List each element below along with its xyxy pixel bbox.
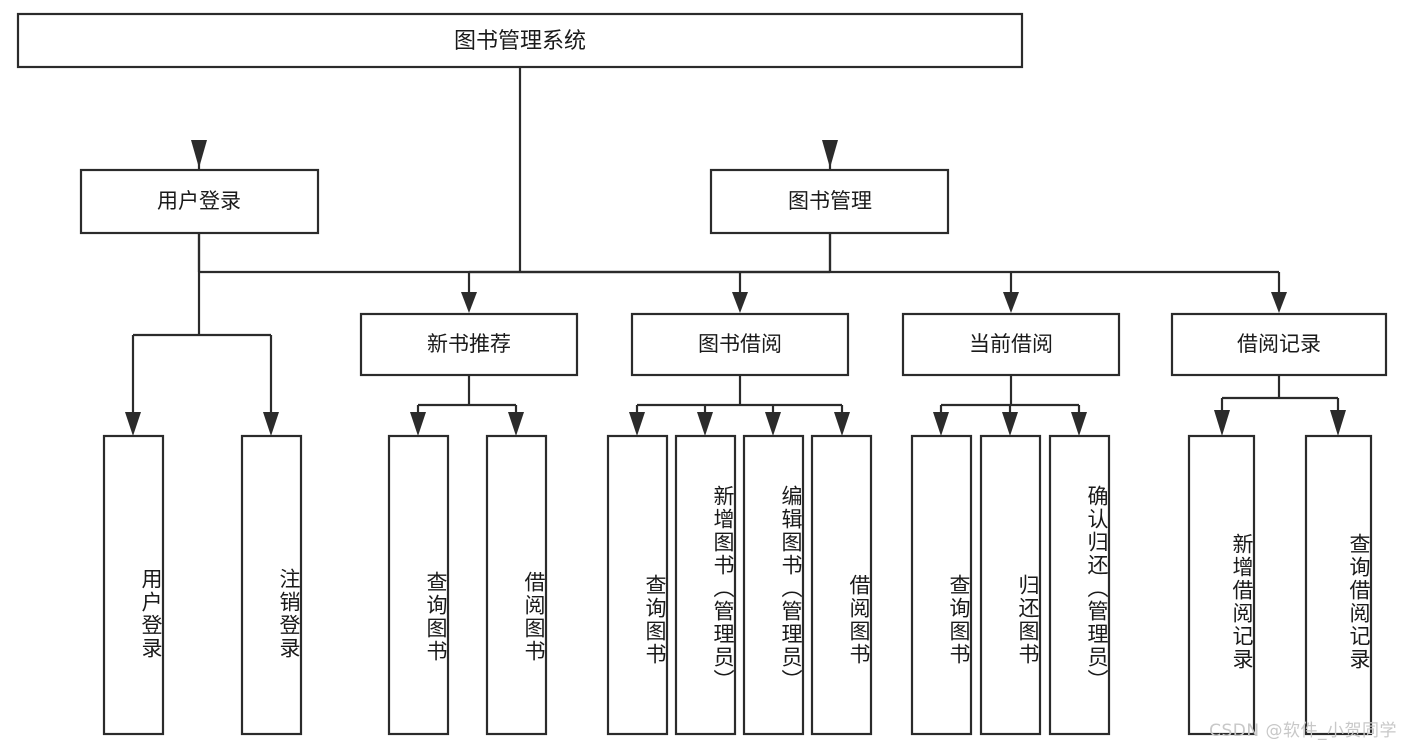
node-user-login[interactable]: 用户登录 <box>79 168 320 235</box>
leaf-box-query-book-3[interactable] <box>910 434 973 736</box>
node-current-borrow-box[interactable] <box>901 312 1121 377</box>
arrowhead-leaf-u2 <box>263 412 279 436</box>
node-borrow-record[interactable]: 借阅记录 <box>1170 312 1388 377</box>
arrowhead-to-bookmgmt <box>822 140 838 168</box>
node-new-book-recommend-box[interactable] <box>359 312 579 377</box>
node-user-login-label: 用户登录 <box>157 189 241 213</box>
connector-group-level3 <box>416 375 1340 422</box>
arrowhead-leaf-b1 <box>629 412 645 436</box>
leaf-box-edit-book-admin[interactable] <box>742 434 805 736</box>
node-user-login-box[interactable] <box>79 168 320 235</box>
arrowhead-leaf-c3 <box>1071 412 1087 436</box>
node-root[interactable]: 图书管理系统 <box>16 12 1024 69</box>
node-current-borrow-label: 当前借阅 <box>969 332 1053 356</box>
arrowhead-to-newbook <box>461 292 477 313</box>
node-book-borrow-label: 图书借阅 <box>698 332 782 356</box>
node-root-box[interactable] <box>16 12 1024 69</box>
arrowhead-to-record <box>1271 292 1287 313</box>
leaf-box-borrow-book-2[interactable] <box>810 434 873 736</box>
node-borrow-record-label: 借阅记录 <box>1237 332 1321 356</box>
arrowhead-leaf-u1 <box>125 412 141 436</box>
leaf-box-borrow-book-1[interactable] <box>485 434 548 736</box>
node-book-management-label: 图书管理 <box>788 189 872 213</box>
arrowhead-to-current <box>1003 292 1019 313</box>
leaf-box-add-borrow-record[interactable] <box>1187 434 1256 736</box>
arrowhead-leaf-r2 <box>1330 410 1346 436</box>
leaf-box-return-book[interactable] <box>979 434 1042 736</box>
leaf-box-group <box>102 434 1373 736</box>
arrowhead-to-borrow <box>732 292 748 313</box>
leaf-box-query-book-2[interactable] <box>606 434 669 736</box>
node-book-borrow-box[interactable] <box>630 312 850 377</box>
node-new-book-recommend-label: 新书推荐 <box>427 332 511 356</box>
arrowhead-group <box>125 140 1346 436</box>
arrowhead-leaf-c2 <box>1002 412 1018 436</box>
leaf-box-add-book-admin[interactable] <box>674 434 737 736</box>
arrowhead-leaf-b2 <box>697 412 713 436</box>
node-new-book-recommend[interactable]: 新书推荐 <box>359 312 579 377</box>
leaf-box-user-login[interactable] <box>102 434 165 736</box>
csdn-watermark: CSDN @软件_小贺同学 <box>1209 721 1397 741</box>
arrowhead-leaf-b3 <box>765 412 781 436</box>
node-borrow-record-box[interactable] <box>1170 312 1388 377</box>
arrowhead-leaf-b4 <box>834 412 850 436</box>
arrowhead-leaf-c1 <box>933 412 949 436</box>
arrowhead-leaf-r1 <box>1214 410 1230 436</box>
arrowhead-leaf-n1 <box>410 412 426 436</box>
arrowhead-to-userlogin <box>191 140 207 168</box>
leaf-box-confirm-return-admin[interactable] <box>1048 434 1111 736</box>
leaf-box-query-book-1[interactable] <box>387 434 450 736</box>
node-book-management[interactable]: 图书管理 <box>709 168 950 235</box>
node-root-label: 图书管理系统 <box>454 29 586 54</box>
node-book-borrow[interactable]: 图书借阅 <box>630 312 850 377</box>
leaf-box-logout[interactable] <box>240 434 303 736</box>
leaf-box-query-borrow-record[interactable] <box>1304 434 1373 736</box>
node-current-borrow[interactable]: 当前借阅 <box>901 312 1121 377</box>
arrowhead-leaf-n2 <box>508 412 524 436</box>
node-book-management-box[interactable] <box>709 168 950 235</box>
